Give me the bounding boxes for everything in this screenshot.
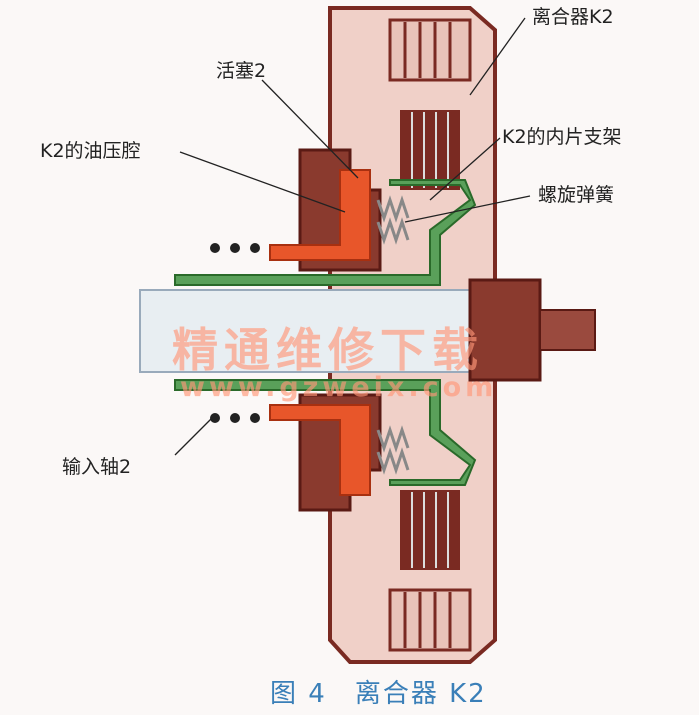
inner-plate-carrier-bottom: [174, 379, 477, 486]
label-k2-pressure-chamber: K2的油压腔: [40, 140, 141, 162]
inner-plate-carrier-top: [174, 179, 477, 286]
output-hub: [468, 278, 542, 382]
watermark-cn: 精通维修下载: [172, 323, 484, 377]
label-input-shaft-2: 输入轴2: [62, 456, 132, 478]
label-coil-spring: 螺旋弹簧: [538, 184, 615, 206]
label-clutch-k2: 离合器K2: [532, 6, 614, 28]
shaft-seals-top: [210, 243, 260, 253]
k2-plates-top: [400, 110, 460, 190]
coil-spring-bottom: [376, 425, 410, 475]
leader-lines: [174, 17, 531, 456]
shaft-seals-bottom: [210, 413, 260, 423]
label-piston-2: 活塞2: [216, 60, 267, 82]
caption-title: 离合器 K2: [354, 679, 487, 709]
outer-plate-pack-bottom: [388, 588, 472, 652]
caption-figure-number: 图 4: [270, 679, 327, 709]
outer-plate-pack-top: [388, 18, 472, 82]
k2-plates-bottom: [400, 490, 460, 570]
piston-2-top: [269, 169, 371, 261]
coil-spring-top: [376, 195, 410, 245]
piston-2-bottom: [269, 404, 371, 496]
label-k2-inner-plate-carrier: K2的内片支架: [502, 126, 622, 148]
figure-caption: 图 4 离合器 K2: [270, 673, 487, 710]
watermark-url: www.gzweix.com: [180, 372, 498, 403]
output-shaft-stub: [539, 309, 596, 351]
